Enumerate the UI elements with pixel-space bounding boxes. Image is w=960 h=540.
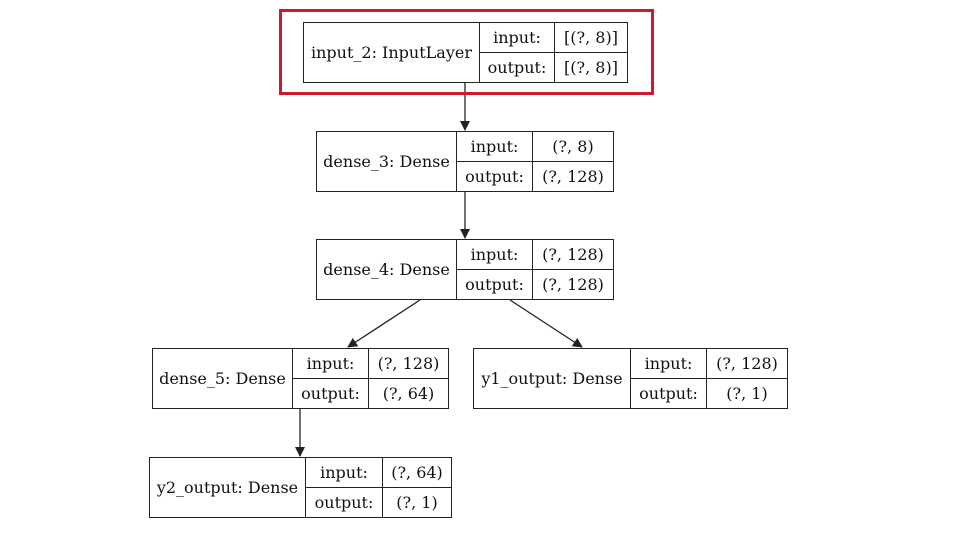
io-row-input: input: [(?, 8)]	[480, 23, 627, 52]
input-shape: (?, 128)	[542, 245, 604, 264]
io-row-output: output: (?, 128)	[457, 161, 613, 191]
input-label: input:	[306, 458, 383, 487]
output-label: output:	[306, 488, 383, 517]
output-shape: (?, 128)	[542, 275, 604, 294]
output-label: output:	[457, 162, 533, 191]
layer-node-input_2: input_2: InputLayer input: [(?, 8)] outp…	[303, 22, 628, 83]
output-label: output:	[457, 270, 533, 299]
output-shape: [(?, 8)]	[564, 58, 618, 77]
output-shape: (?, 128)	[542, 167, 604, 186]
io-row-input: input: (?, 64)	[306, 458, 451, 487]
layer-name: y1_output: Dense	[474, 349, 631, 408]
input-label: input:	[631, 349, 707, 378]
layer-io-table: input: (?, 64) output: (?, 1)	[306, 458, 451, 517]
input-shape: (?, 128)	[716, 354, 778, 373]
input-shape: (?, 64)	[391, 463, 443, 482]
output-shape: (?, 64)	[382, 384, 435, 403]
layer-node-dense_4: dense_4: Dense input: (?, 128) output: (…	[316, 239, 614, 300]
edge-dense_4-to-dense_5	[347, 299, 421, 348]
layer-name: dense_4: Dense	[317, 240, 457, 299]
io-row-output: output: [(?, 8)]	[480, 52, 627, 82]
input-shape: (?, 8)	[552, 137, 594, 156]
output-shape: (?, 1)	[396, 493, 438, 512]
layer-node-dense_5: dense_5: Dense input: (?, 128) output: (…	[152, 348, 449, 409]
input-label: input:	[457, 132, 533, 161]
io-row-output: output: (?, 1)	[631, 378, 787, 408]
io-row-input: input: (?, 128)	[293, 349, 448, 378]
layer-io-table: input: (?, 128) output: (?, 1)	[631, 349, 787, 408]
edge-dense_4-to-y1_output	[509, 299, 583, 348]
output-label: output:	[631, 379, 707, 408]
layer-io-table: input: (?, 128) output: (?, 128)	[457, 240, 613, 299]
layer-node-y2_output: y2_output: Dense input: (?, 64) output: …	[149, 457, 452, 518]
io-row-output: output: (?, 64)	[293, 378, 448, 408]
output-label: output:	[293, 379, 369, 408]
layer-name: dense_5: Dense	[153, 349, 293, 408]
io-row-input: input: (?, 128)	[631, 349, 787, 378]
input-label: input:	[480, 23, 555, 52]
layer-name: dense_3: Dense	[317, 132, 457, 191]
layer-node-y1_output: y1_output: Dense input: (?, 128) output:…	[473, 348, 788, 409]
input-label: input:	[293, 349, 369, 378]
io-row-output: output: (?, 1)	[306, 487, 451, 517]
io-row-input: input: (?, 8)	[457, 132, 613, 161]
io-row-input: input: (?, 128)	[457, 240, 613, 269]
layer-node-dense_3: dense_3: Dense input: (?, 8) output: (?,…	[316, 131, 614, 192]
layer-name: y2_output: Dense	[150, 458, 306, 517]
input-shape: [(?, 8)]	[564, 28, 618, 47]
layer-io-table: input: (?, 128) output: (?, 64)	[293, 349, 448, 408]
io-row-output: output: (?, 128)	[457, 269, 613, 299]
layer-name: input_2: InputLayer	[304, 23, 480, 82]
output-label: output:	[480, 53, 555, 82]
layer-io-table: input: [(?, 8)] output: [(?, 8)]	[480, 23, 627, 82]
output-shape: (?, 1)	[726, 384, 768, 403]
input-label: input:	[457, 240, 533, 269]
layer-io-table: input: (?, 8) output: (?, 128)	[457, 132, 613, 191]
input-shape: (?, 128)	[377, 354, 440, 373]
